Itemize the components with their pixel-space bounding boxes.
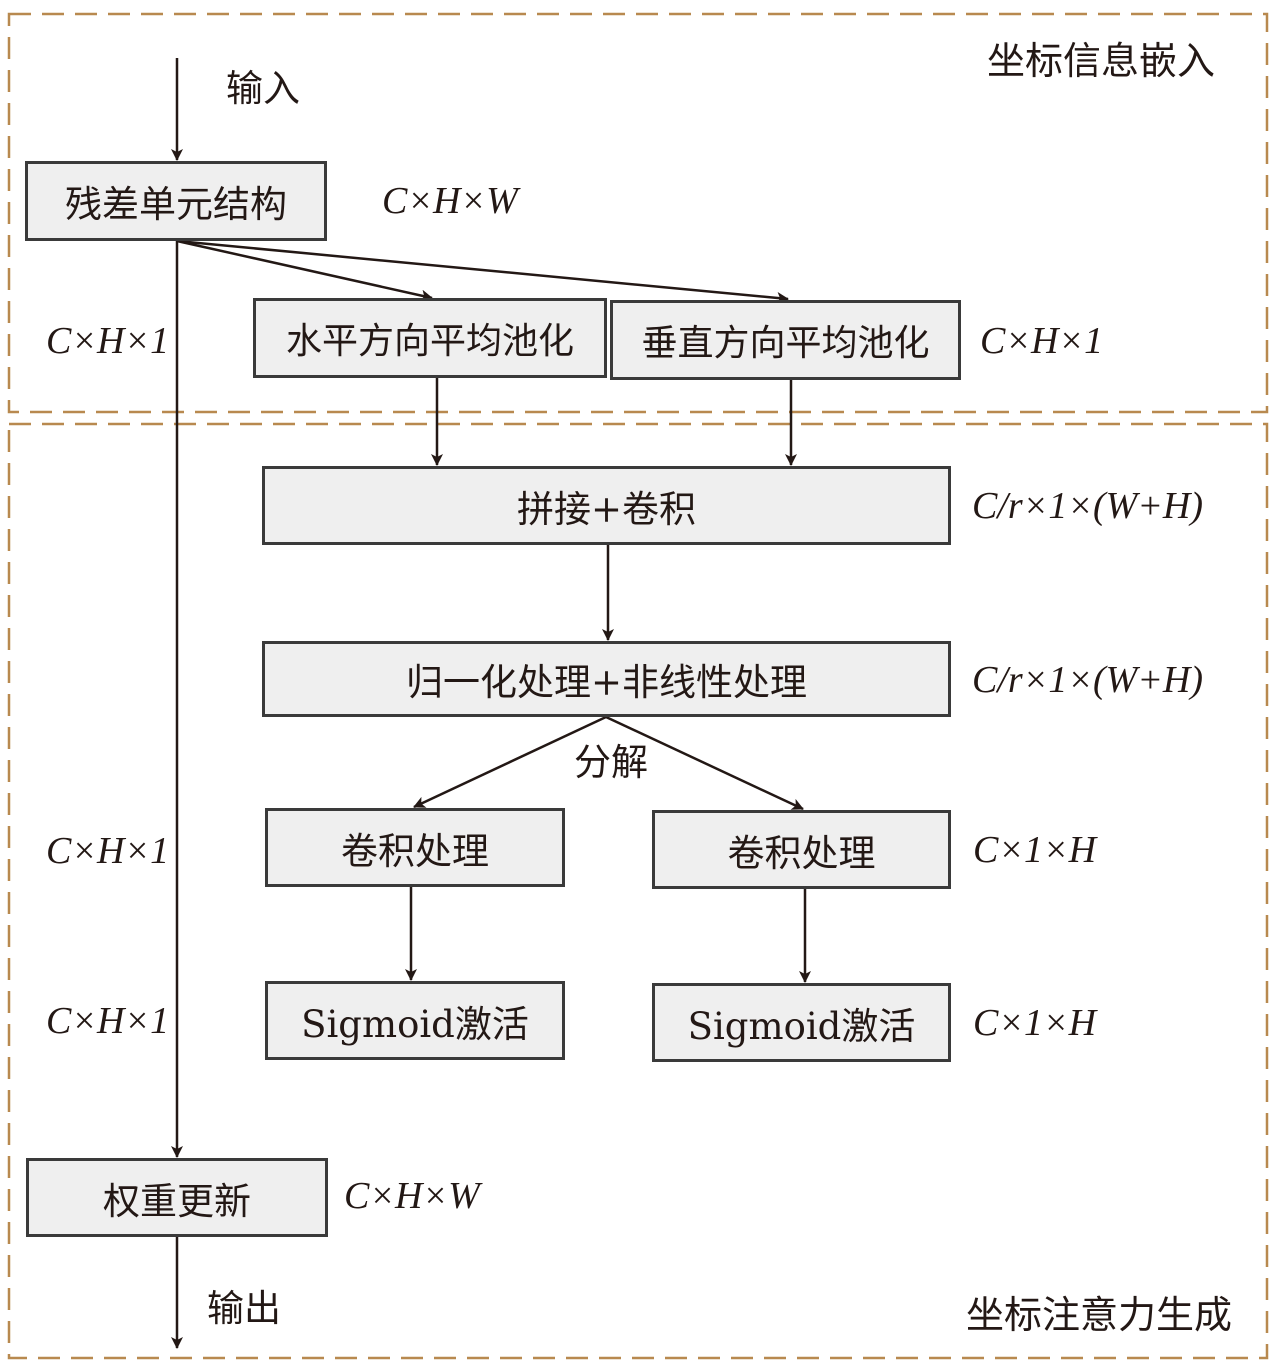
concat-conv-box: 拼接+卷积 <box>262 466 951 545</box>
reweight-box: 权重更新 <box>26 1158 328 1237</box>
residual-unit-box: 残差单元结构 <box>25 161 327 241</box>
embedding-region-title: 坐标信息嵌入 <box>987 39 1216 83</box>
sigmoid-left-box: Sigmoid激活 <box>265 981 565 1060</box>
attention-region-border <box>7 422 1269 1360</box>
output-label: 输出 <box>207 1287 281 1330</box>
pool-right-dim: C×H×1 <box>980 320 1104 362</box>
sigmoid-right-box: Sigmoid激活 <box>652 983 951 1062</box>
bypass-low-dim: C×H×1 <box>46 1000 170 1042</box>
input-label: 输入 <box>226 67 300 110</box>
split-right-arrow <box>605 715 804 811</box>
norm-dim: C/r×1×(W+H) <box>972 659 1204 701</box>
embedding-region-border <box>7 12 1269 414</box>
attention-region-title: 坐标注意力生成 <box>966 1293 1233 1337</box>
bypass-top-dim: C×H×1 <box>46 320 170 362</box>
vertical-avg-pool-box: 垂直方向平均池化 <box>610 300 961 380</box>
concat-dim: C/r×1×(W+H) <box>972 485 1204 527</box>
conv-right-box: 卷积处理 <box>652 810 951 889</box>
sigmoid-right-dim: C×1×H <box>973 1002 1097 1044</box>
conv-left-box: 卷积处理 <box>265 808 565 887</box>
residual-dim: C×H×W <box>382 180 518 222</box>
conv-right-dim: C×1×H <box>973 829 1097 871</box>
bypass-mid-dim: C×H×1 <box>46 830 170 872</box>
norm-nonlinear-box: 归一化处理+非线性处理 <box>262 641 951 717</box>
split-left-arrow <box>413 715 607 809</box>
reweight-dim: C×H×W <box>344 1175 480 1217</box>
to-h-pool-arrow <box>176 239 433 302</box>
to-v-pool-arrow <box>176 239 789 304</box>
horizontal-avg-pool-box: 水平方向平均池化 <box>253 298 607 378</box>
split-label: 分解 <box>574 741 648 784</box>
